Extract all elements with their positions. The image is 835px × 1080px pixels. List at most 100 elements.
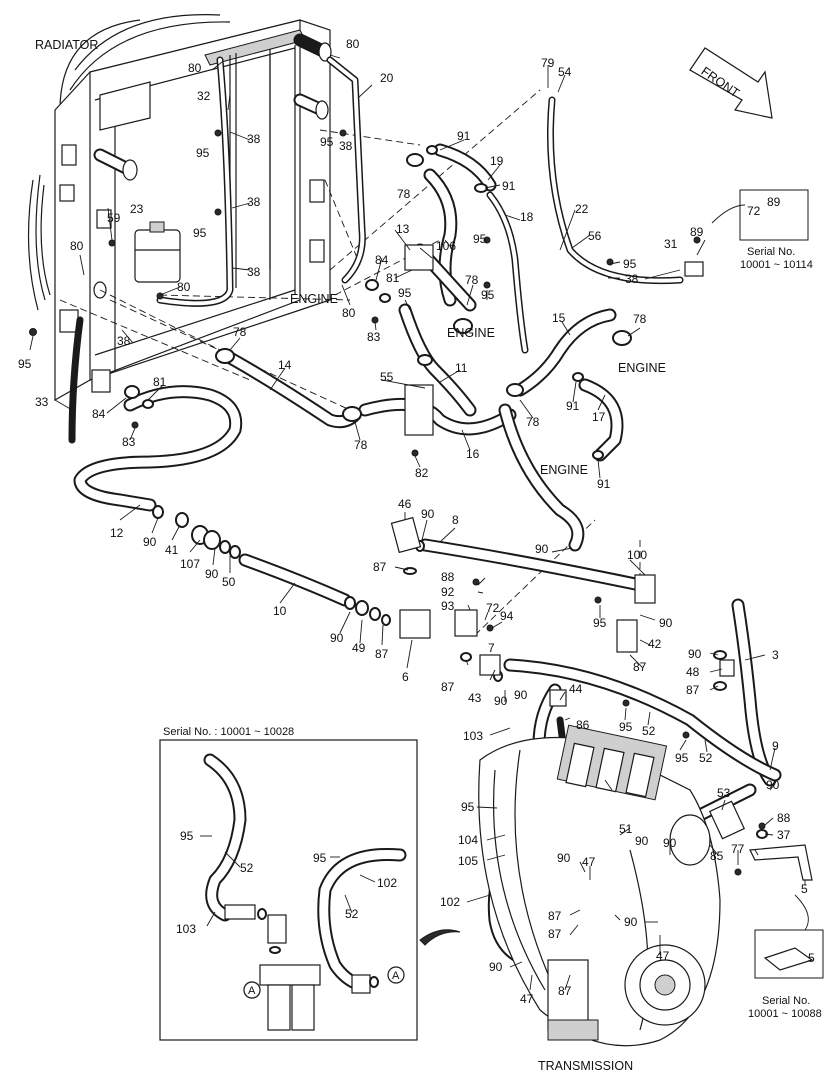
label-serial-5: Serial No.	[762, 995, 810, 1007]
callout-80: 80	[188, 61, 202, 75]
callout-91: 91	[566, 399, 580, 413]
callout-92: 92	[441, 585, 455, 599]
callout-38: 38	[117, 334, 131, 348]
callout-81: 81	[386, 271, 400, 285]
callout-89: 89	[690, 225, 704, 239]
callout-91: 91	[502, 179, 516, 193]
label-serial-inset: Serial No. : 10001 ~ 10028	[163, 726, 294, 738]
callout-80: 80	[342, 306, 356, 320]
callout-22: 22	[575, 202, 589, 216]
ref-a-right: A	[392, 970, 400, 982]
label-engine-4: ENGINE	[540, 463, 588, 477]
callout-90: 90	[205, 567, 219, 581]
inset-panel	[159, 739, 418, 1041]
callout-33: 33	[35, 395, 49, 409]
callout-38: 38	[339, 139, 353, 153]
callout-81: 81	[153, 375, 167, 389]
callout-48: 48	[686, 665, 700, 679]
callout-8: 8	[452, 513, 459, 527]
callout-7: 7	[488, 641, 495, 655]
front-arrow	[689, 47, 773, 119]
callout-38: 38	[247, 132, 261, 146]
callout-15: 15	[552, 311, 566, 325]
callout-38: 38	[247, 265, 261, 279]
callout-56: 56	[588, 229, 602, 243]
coolant-reservoir	[134, 221, 181, 283]
callout-78: 78	[354, 438, 368, 452]
callout-95: 95	[461, 800, 475, 814]
callout-20: 20	[380, 71, 394, 85]
callout-90: 90	[494, 694, 508, 708]
leader-lines	[29, 54, 806, 991]
callout-9: 9	[772, 739, 779, 753]
callout-106: 106	[436, 239, 456, 253]
callout-100: 100	[627, 548, 647, 562]
label-transmission: TRANSMISSION	[538, 1059, 633, 1073]
callout-90: 90	[688, 647, 702, 661]
inset-pointer	[419, 929, 461, 946]
callout-90: 90	[489, 960, 503, 974]
callout-59: 59	[107, 211, 121, 225]
part-number-callouts: 80 80 20 32 38 95 95 38 38 95 38 80 23 5…	[18, 37, 815, 1006]
callout-87: 87	[548, 927, 562, 941]
callout-102: 102	[377, 876, 397, 890]
callout-38: 38	[247, 195, 261, 209]
callout-87: 87	[375, 647, 389, 661]
callout-54: 54	[558, 65, 572, 79]
callout-95: 95	[619, 720, 633, 734]
callout-49: 49	[352, 641, 366, 655]
callout-87: 87	[373, 560, 387, 574]
callout-95: 95	[593, 616, 607, 630]
callout-95: 95	[675, 751, 689, 765]
callout-85: 85	[710, 849, 724, 863]
callout-37: 37	[777, 828, 791, 842]
callout-78: 78	[526, 415, 540, 429]
callout-84: 84	[375, 253, 389, 267]
callout-90: 90	[624, 915, 638, 929]
callout-87: 87	[633, 660, 647, 674]
callout-52: 52	[345, 907, 359, 921]
callout-10: 10	[273, 604, 287, 618]
callout-90: 90	[514, 688, 528, 702]
callout-31: 31	[664, 237, 678, 251]
callout-88: 88	[777, 811, 791, 825]
callout-95: 95	[320, 135, 334, 149]
label-engine-1: ENGINE	[290, 292, 338, 306]
callout-78: 78	[465, 273, 479, 287]
callout-90: 90	[143, 535, 157, 549]
callout-88: 88	[441, 570, 455, 584]
callout-17: 17	[592, 410, 606, 424]
callout-95: 95	[196, 146, 210, 160]
callout-95: 95	[18, 357, 32, 371]
serial-box-31	[711, 189, 809, 241]
transmission-assembly	[478, 724, 721, 1047]
callout-52: 52	[699, 751, 713, 765]
callout-13: 13	[396, 222, 410, 236]
callout-80: 80	[177, 280, 191, 294]
callout-14: 14	[278, 358, 292, 372]
callout-95: 95	[623, 257, 637, 271]
callout-42: 42	[648, 637, 662, 651]
callout-46: 46	[398, 497, 412, 511]
label-engine-3: ENGINE	[618, 361, 666, 375]
callout-11: 11	[455, 361, 468, 375]
callout-91: 91	[457, 129, 471, 143]
callout-95: 95	[193, 226, 207, 240]
callout-32: 32	[197, 89, 211, 103]
callout-104: 104	[458, 833, 478, 847]
callout-90: 90	[557, 851, 571, 865]
fittings	[29, 129, 813, 973]
callout-52: 52	[240, 861, 254, 875]
callout-87: 87	[441, 680, 455, 694]
callout-87: 87	[686, 683, 700, 697]
callout-19: 19	[490, 154, 504, 168]
callout-95: 95	[398, 286, 412, 300]
callout-83: 83	[122, 435, 136, 449]
callout-95: 95	[473, 232, 487, 246]
callout-84: 84	[92, 407, 106, 421]
callout-78: 78	[233, 325, 247, 339]
callout-23: 23	[130, 202, 144, 216]
callout-53: 53	[717, 786, 731, 800]
callout-80: 80	[70, 239, 84, 253]
